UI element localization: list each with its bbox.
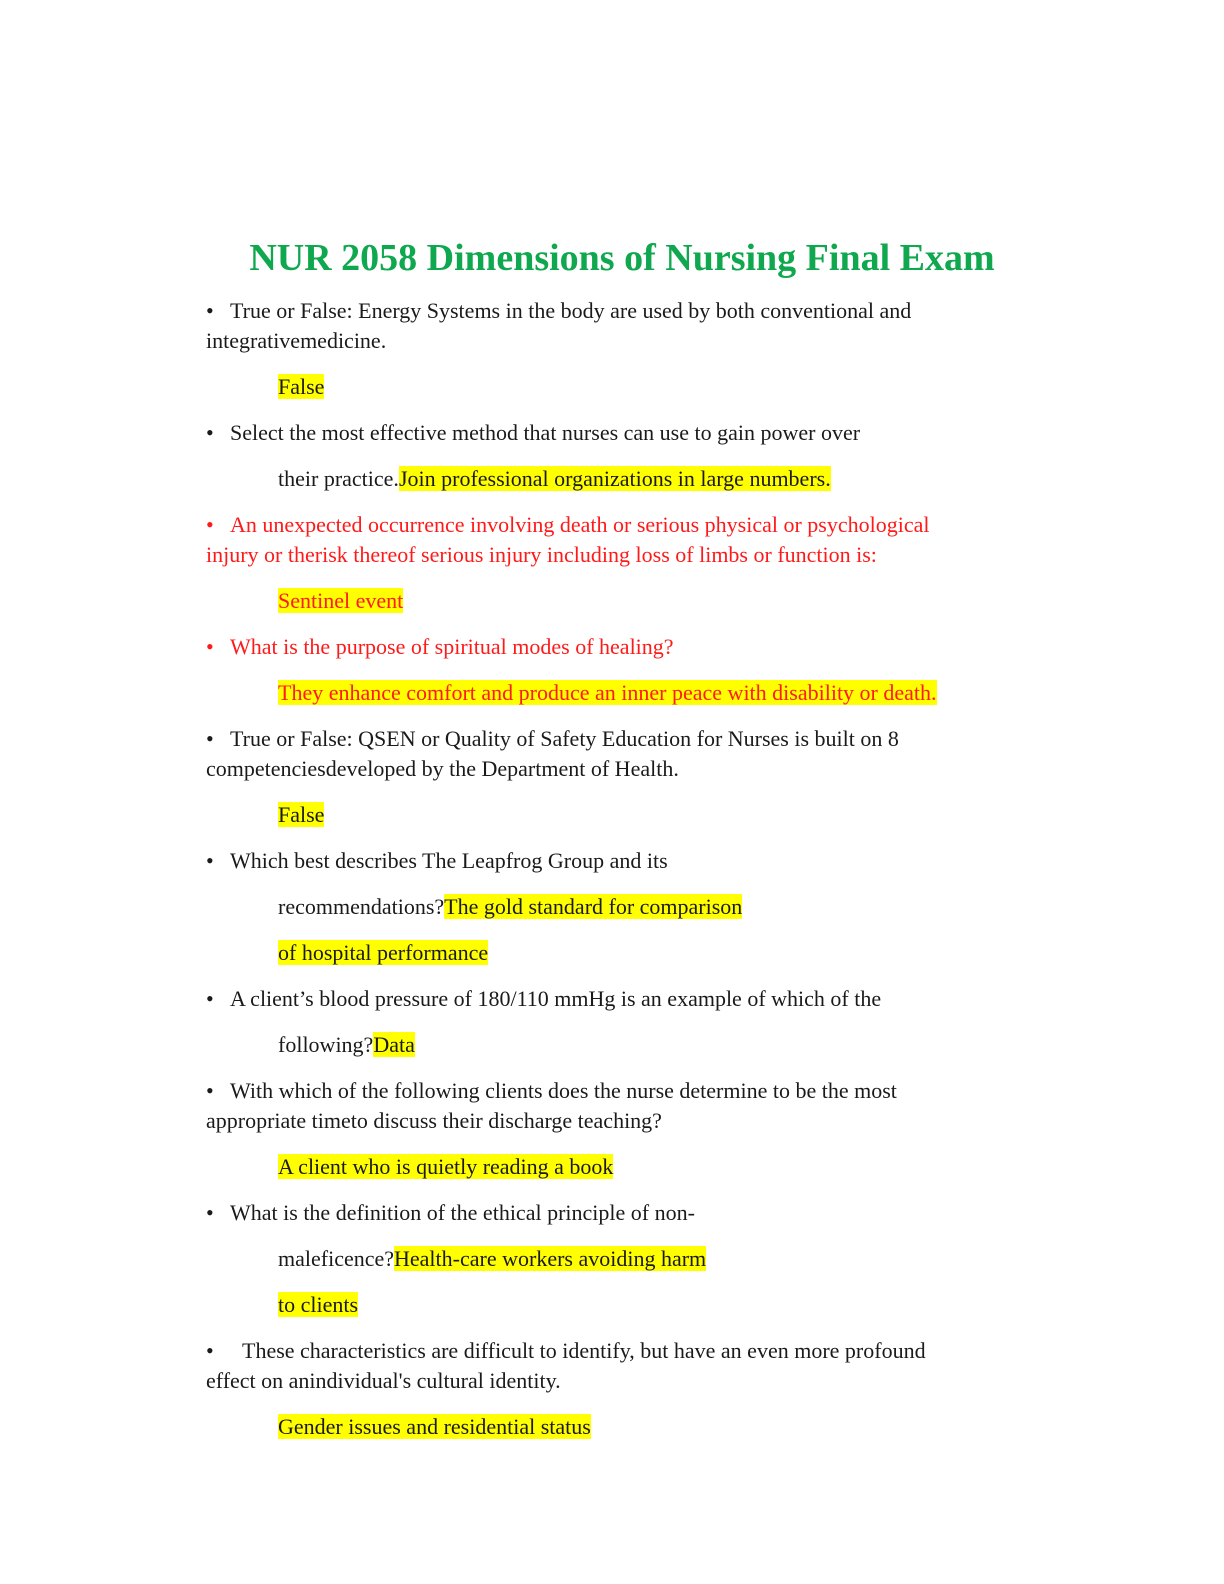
highlighted-answer: to clients	[278, 1292, 359, 1317]
answer-5: False	[278, 800, 1006, 830]
highlighted-answer: Sentinel event	[278, 588, 404, 613]
question-1: •True or False: Energy Systems in the bo…	[206, 296, 1006, 326]
question-7: •A client’s blood pressure of 180/110 mm…	[206, 984, 1006, 1014]
question-4-block: •What is the purpose of spiritual modes …	[206, 632, 1006, 708]
highlighted-answer: A client who is quietly reading a book	[278, 1154, 614, 1179]
question-9: •What is the definition of the ethical p…	[206, 1198, 1006, 1228]
answer-6-cont: of hospital performance	[278, 938, 1006, 968]
question-3-cont: injury or therisk thereof serious injury…	[206, 542, 877, 567]
highlighted-answer: False	[278, 374, 325, 399]
bullet: •	[206, 1338, 214, 1363]
highlighted-answer: Join professional organizations in large…	[398, 466, 831, 491]
highlighted-answer: False	[278, 802, 325, 827]
highlighted-answer: Health-care workers avoiding harm	[394, 1246, 707, 1271]
question-3-block: •An unexpected occurrence involving deat…	[206, 510, 1006, 616]
question-6: •Which best describes The Leapfrog Group…	[206, 846, 1006, 876]
highlighted-answer: The gold standard for comparison	[444, 894, 743, 919]
highlighted-answer: of hospital performance	[278, 940, 489, 965]
question-list: •True or False: Energy Systems in the bo…	[206, 296, 1006, 1442]
question-2: •Select the most effective method that n…	[206, 418, 1006, 448]
bullet: •	[206, 420, 214, 445]
bullet: •	[206, 298, 214, 323]
bullet: •	[206, 848, 214, 873]
answer-9: maleficence?Health-care workers avoiding…	[278, 1246, 707, 1271]
question-8: •With which of the following clients doe…	[206, 1076, 1006, 1106]
bullet: •	[206, 986, 214, 1011]
answer-6: recommendations?The gold standard for co…	[278, 894, 743, 919]
answer-2: their practice.Join professional organiz…	[278, 466, 831, 491]
question-8-cont: appropriate timeto discuss their dischar…	[206, 1108, 662, 1133]
answer-3: Sentinel event	[278, 586, 1006, 616]
answer-9-cont: to clients	[278, 1290, 1006, 1320]
answer-7: following?Data	[278, 1032, 415, 1057]
question-10: •These characteristics are difficult to …	[206, 1336, 1006, 1366]
bullet: •	[206, 634, 214, 659]
question-5-cont: competenciesdeveloped by the Department …	[206, 756, 679, 781]
bullet: •	[206, 512, 214, 537]
question-3: •An unexpected occurrence involving deat…	[206, 510, 1006, 540]
answer-4: They enhance comfort and produce an inne…	[278, 678, 1006, 708]
answer-1: False	[278, 372, 1006, 402]
highlighted-answer: They enhance comfort and produce an inne…	[278, 680, 937, 705]
highlighted-answer: Data	[373, 1032, 415, 1057]
answer-8: A client who is quietly reading a book	[278, 1152, 1006, 1182]
question-5: •True or False: QSEN or Quality of Safet…	[206, 724, 1006, 754]
page-title: NUR 2058 Dimensions of Nursing Final Exa…	[249, 237, 995, 279]
bullet: •	[206, 1200, 214, 1225]
answer-10: Gender issues and residential status	[278, 1412, 1006, 1442]
question-10-cont: effect on anindividual's cultural identi…	[206, 1368, 561, 1393]
question-4: •What is the purpose of spiritual modes …	[206, 632, 1006, 662]
bullet: •	[206, 726, 214, 751]
question-1-cont: integrativemedicine.	[206, 328, 387, 353]
highlighted-answer: Gender issues and residential status	[278, 1414, 591, 1439]
bullet: •	[206, 1078, 214, 1103]
